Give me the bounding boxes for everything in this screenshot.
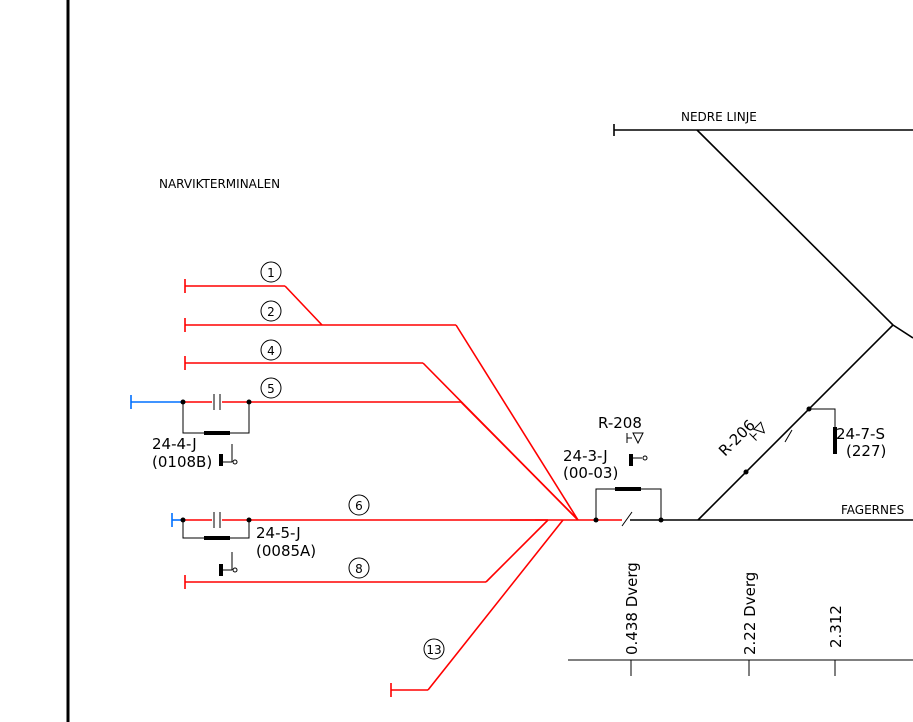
track-number-2: 2 bbox=[260, 300, 282, 322]
km-label-0438: 0.438 Dverg bbox=[623, 562, 641, 655]
track-5 bbox=[130, 395, 579, 521]
insulated-joint-track-5 bbox=[180, 394, 252, 435]
km-scale bbox=[568, 659, 913, 676]
track-number-8: 8 bbox=[348, 557, 370, 579]
track-number-4: 4 bbox=[260, 339, 282, 361]
track-number-6: 6 bbox=[348, 494, 370, 516]
nedre-linje-track bbox=[613, 124, 913, 521]
track-number-1: 1 bbox=[260, 261, 282, 283]
svg-text:R-206: R-206 bbox=[715, 416, 759, 460]
svg-text:4: 4 bbox=[267, 344, 275, 358]
svg-text:24-4-J: 24-4-J bbox=[152, 435, 197, 453]
signal-r-206: R-206 bbox=[715, 416, 766, 460]
svg-text:(0085A): (0085A) bbox=[256, 542, 316, 560]
svg-text:24-7-S: 24-7-S bbox=[836, 425, 885, 443]
switch-24-4-j: 24-4-J (0108B) bbox=[152, 435, 238, 471]
km-label-222: 2.22 Dverg bbox=[741, 572, 759, 655]
svg-text:13: 13 bbox=[426, 643, 441, 657]
switch-24-3-j: 24-3-J (00-03) bbox=[563, 447, 648, 482]
track-2 bbox=[184, 318, 579, 521]
svg-text:6: 6 bbox=[355, 499, 363, 513]
svg-text:(00-03): (00-03) bbox=[563, 464, 618, 482]
svg-text:R-208: R-208 bbox=[598, 414, 642, 432]
switch-24-5-j: 24-5-J (0085A) bbox=[219, 524, 316, 576]
track-number-13: 13 bbox=[423, 638, 445, 660]
svg-text:(0108B): (0108B) bbox=[152, 453, 212, 471]
svg-text:24-3-J: 24-3-J bbox=[563, 447, 608, 465]
svg-text:2: 2 bbox=[267, 305, 275, 319]
km-label-2312: 2.312 bbox=[827, 605, 845, 648]
fagernes-label: FAGERNES bbox=[841, 503, 904, 517]
main-line-track bbox=[578, 511, 913, 527]
svg-text:5: 5 bbox=[267, 382, 275, 396]
station-name: NARVIKTERMINALEN bbox=[159, 177, 280, 191]
track-number-5: 5 bbox=[260, 377, 282, 399]
svg-text:1: 1 bbox=[267, 266, 275, 280]
svg-text:8: 8 bbox=[355, 562, 363, 576]
track-4 bbox=[184, 356, 579, 521]
nedre-linje-label: NEDRE LINJE bbox=[681, 110, 757, 124]
track-13 bbox=[390, 519, 564, 697]
svg-text:(227): (227) bbox=[846, 442, 886, 460]
bypass-switch-24-3 bbox=[593, 487, 664, 523]
svg-text:24-5-J: 24-5-J bbox=[256, 524, 301, 542]
insulated-joint-track-6 bbox=[180, 512, 252, 540]
signal-r-208: R-208 bbox=[598, 414, 644, 445]
track-8 bbox=[184, 519, 549, 589]
track-1 bbox=[184, 279, 323, 326]
switch-24-7-s: 24-7-S (227) bbox=[743, 406, 886, 475]
